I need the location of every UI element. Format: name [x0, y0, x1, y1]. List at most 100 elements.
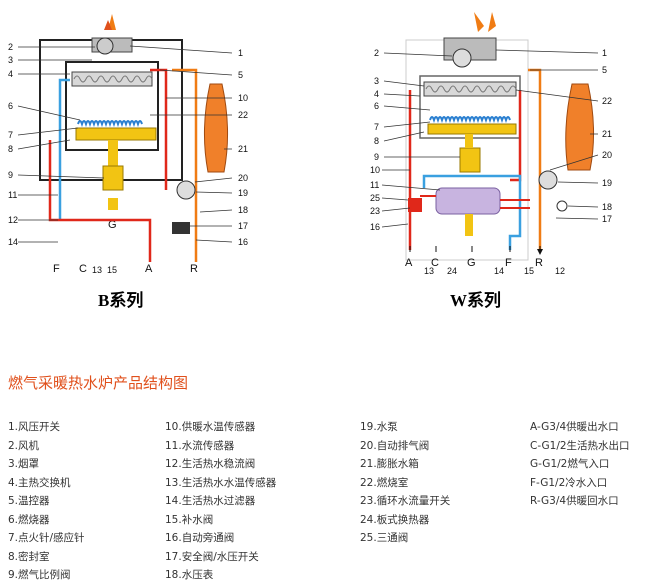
callout: 18 — [238, 205, 248, 215]
legend-item: 13.生活热水水温传感器 — [165, 476, 277, 489]
legend-item: 23.循环水流量开关 — [360, 495, 451, 507]
w-series-title: W系列 — [450, 290, 501, 310]
fan-icon — [452, 48, 472, 68]
legend-column-1: 1.风压开关 2.风机 3.烟罩 4.主热交换机 5.温控器 6.燃烧器 7.点… — [8, 418, 85, 585]
callout: 5 — [238, 70, 243, 80]
b-series-diagram: G 2 3 4 6 7 8 9 11 12 14 1 5 10 22 21 20… — [8, 14, 248, 310]
callout: 10 — [370, 165, 380, 175]
callout: 22 — [238, 110, 248, 120]
legend-item: 24.板式换热器 — [360, 513, 430, 526]
legend-item: 18.水压表 — [165, 569, 214, 581]
callout: 20 — [602, 150, 612, 160]
pressure-gauge — [556, 200, 568, 212]
callout-lines-right — [495, 49, 599, 220]
callout: 8 — [374, 136, 379, 146]
legend-item: 12.生活热水稳流阀 — [165, 458, 256, 470]
legend-item: 3.烟罩 — [8, 458, 40, 470]
callout: 12 — [555, 266, 565, 276]
callout: 11 — [370, 180, 379, 190]
legend-item: 21.膨胀水箱 — [360, 458, 419, 470]
legend-item: C-G1/2生活热水出口 — [530, 439, 630, 452]
callout: 3 — [374, 76, 379, 86]
callout: 4 — [374, 89, 379, 99]
w-series-diagram: 2 3 4 6 7 8 9 10 11 25 23 16 1 5 22 21 2… — [370, 12, 612, 310]
three-way-valve — [408, 198, 422, 212]
legend-item: 16.自动旁通阀 — [165, 532, 235, 544]
port-label: F — [53, 263, 60, 275]
legend-item: 5.温控器 — [8, 495, 50, 507]
port-label: R — [535, 257, 543, 269]
callout: 2 — [8, 42, 13, 52]
callout: 23 — [370, 206, 380, 216]
port-label: A — [145, 263, 153, 275]
exhaust-flame-icon — [474, 12, 484, 32]
legend-item: 20.自动排气阀 — [360, 439, 430, 452]
gas-inlet-pipe — [465, 214, 473, 236]
gas-proportional-valve — [459, 147, 481, 173]
callout: 19 — [238, 188, 248, 198]
callout: 25 — [370, 193, 380, 203]
callout: 3 — [8, 55, 13, 65]
callout: 14 — [8, 237, 18, 247]
callout: 5 — [602, 65, 607, 75]
legend-column-4: A-G3/4供暖出水口 C-G1/2生活热水出口 G-G1/2燃气入口 F-G1… — [530, 418, 630, 511]
legend-item: 10.供暖水温传感器 — [165, 421, 256, 433]
callout-lines-left — [17, 46, 105, 243]
callout: 16 — [370, 222, 380, 232]
callout: 8 — [8, 144, 13, 154]
callout: 4 — [8, 69, 13, 79]
exhaust-flame-icon — [104, 20, 112, 30]
callout: 14 — [494, 266, 504, 276]
water-pump — [176, 180, 196, 200]
exhaust-flame-icon — [488, 12, 496, 32]
port-label: 15 — [107, 265, 117, 275]
w-cold-pipe — [422, 174, 522, 250]
legend-item: 19.水泵 — [360, 421, 398, 433]
callout: 24 — [447, 266, 457, 276]
legend-column-3: 19.水泵 20.自动排气阀 21.膨胀水箱 22.燃烧室 23.循环水流量开关… — [360, 418, 450, 548]
w-return-pipe — [528, 68, 542, 250]
heat-exchanger-fins — [425, 85, 517, 93]
callout: 20 — [238, 173, 248, 183]
callout: 21 — [602, 129, 612, 139]
callout: 6 — [374, 101, 379, 111]
b-supply-loop — [48, 140, 152, 262]
port-label: 13 — [92, 265, 102, 275]
callout: 9 — [374, 152, 379, 162]
callout: 10 — [238, 93, 248, 103]
legend-item: 17.安全阀/水压开关 — [165, 550, 259, 563]
port-label: C — [431, 257, 439, 269]
legend-title: 燃气采暖热水炉产品结构图 — [8, 374, 189, 392]
legend-item: A-G3/4供暖出水口 — [530, 421, 619, 433]
legend-item: 22.燃烧室 — [360, 476, 409, 489]
callout: 12 — [8, 215, 18, 225]
legend-item: R-G3/4供暖回水口 — [530, 495, 619, 507]
b-return-pipe — [172, 68, 198, 180]
callout: 13 — [424, 266, 434, 276]
callout: 7 — [8, 130, 13, 140]
legend-item: 25.三通阀 — [360, 532, 409, 544]
b-cold-pipe — [58, 78, 70, 220]
legend-item: F-G1/2冷水入口 — [530, 476, 608, 489]
legend-item: 14.生活热水过滤器 — [165, 495, 256, 507]
callout: 17 — [602, 214, 612, 224]
gas-inlet-pipe — [108, 198, 118, 210]
callout: 9 — [8, 170, 13, 180]
callout: 16 — [238, 237, 248, 247]
port-label: A — [405, 257, 413, 269]
legend-item: 15.补水阀 — [165, 513, 214, 526]
callout: 1 — [602, 48, 607, 58]
water-pump — [538, 170, 558, 190]
b-hot-pipe — [150, 68, 168, 190]
legend-item: G-G1/2燃气入口 — [530, 458, 610, 470]
plate-heat-exchanger — [435, 187, 501, 215]
legend-item: 1.风压开关 — [8, 421, 61, 433]
burner-flames — [77, 120, 143, 128]
expansion-tank — [565, 83, 595, 171]
gas-pipe — [108, 140, 118, 176]
b-series-title: B系列 — [98, 290, 143, 310]
legend-item: 4.主热交换机 — [8, 476, 71, 489]
port-arrows — [409, 246, 540, 252]
callout: 22 — [602, 96, 612, 106]
legend-item: 2.风机 — [8, 439, 40, 452]
